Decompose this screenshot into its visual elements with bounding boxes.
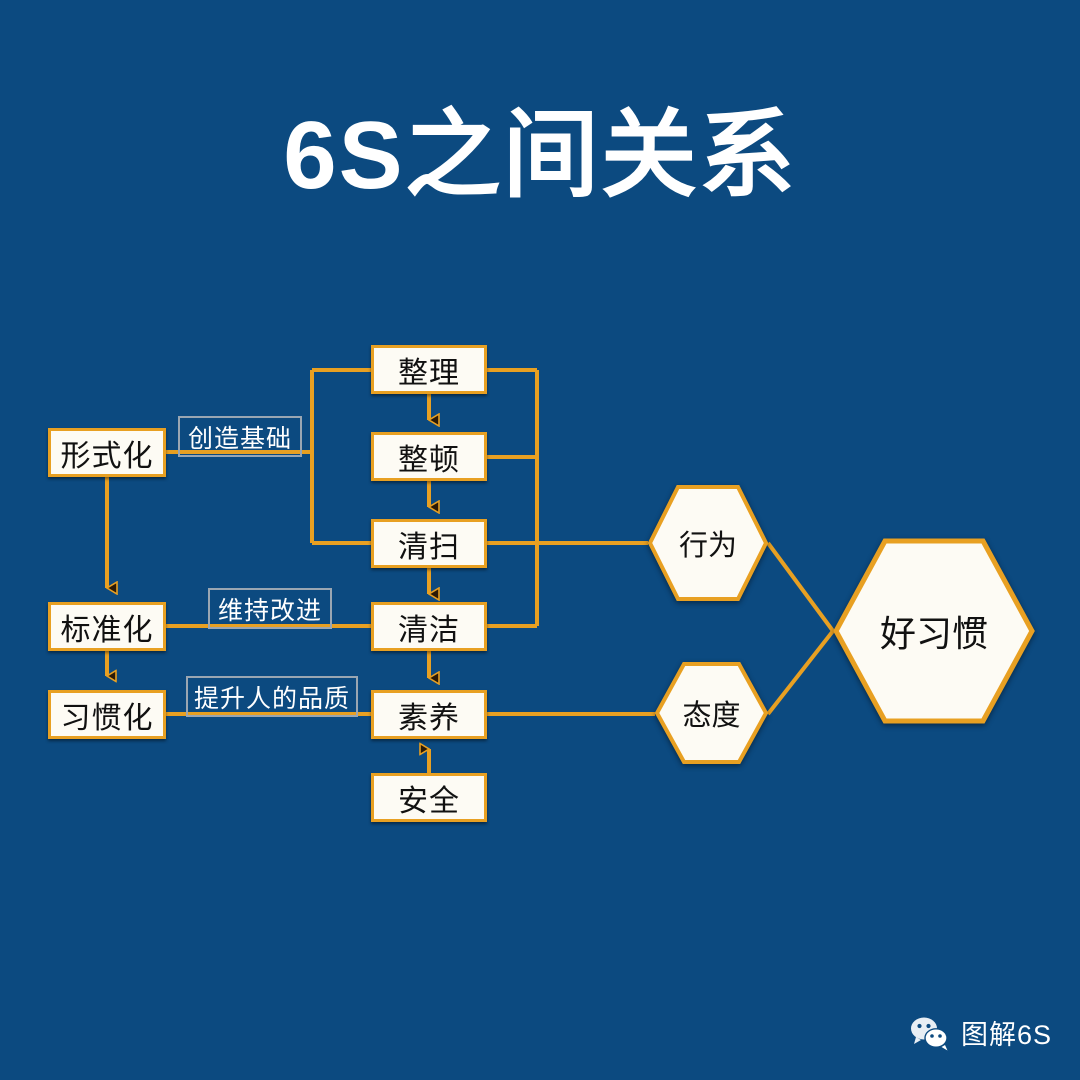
node-label: 清洁 [398, 613, 460, 647]
node-xiguanhua[interactable]: 习惯化 [48, 690, 166, 739]
hexagon-shape [648, 485, 768, 601]
wechat-icon [910, 1017, 948, 1050]
node-qingjie[interactable]: 清洁 [371, 602, 487, 651]
node-haoxiguan[interactable]: 好习惯 [833, 538, 1035, 724]
node-xingwei[interactable]: 行为 [648, 485, 768, 601]
hexagon-shape [833, 538, 1035, 724]
node-label: 形式化 [60, 439, 154, 473]
edge-xingwei-haoxiguan [766, 541, 835, 633]
node-label: 安全 [398, 784, 460, 818]
caption-label: 创造基础 [187, 424, 292, 453]
node-label: 行为 [678, 530, 737, 562]
caption-label: 维持改进 [217, 596, 322, 625]
node-label: 习惯化 [60, 701, 154, 735]
node-label: 态度 [682, 700, 741, 732]
node-qingsao[interactable]: 清扫 [371, 519, 487, 568]
node-taidu[interactable]: 态度 [655, 662, 768, 764]
node-label: 素养 [398, 701, 460, 735]
caption-label: 提升人的品质 [193, 684, 350, 713]
node-label: 标准化 [60, 613, 154, 647]
page-title: 6S之间关系 [283, 102, 797, 209]
node-label: 整顿 [398, 443, 460, 477]
node-anquan[interactable]: 安全 [371, 773, 487, 822]
node-xingshihua[interactable]: 形式化 [48, 428, 166, 477]
caption-weichi-gaijin: 维持改进 [208, 588, 332, 629]
hexagon-shape [655, 662, 768, 764]
node-label: 整理 [398, 356, 460, 390]
node-biaozhunhua[interactable]: 标准化 [48, 602, 166, 651]
caption-chuangzao-jichu: 创造基础 [178, 416, 302, 457]
node-suyang[interactable]: 素养 [371, 690, 487, 739]
node-label: 清扫 [398, 530, 460, 564]
node-zhengli[interactable]: 整理 [371, 345, 487, 394]
node-zhengdun[interactable]: 整顿 [371, 432, 487, 481]
caption-tisheng-ren-de-pinzhi: 提升人的品质 [186, 676, 358, 717]
watermark: 图解6S [909, 1013, 1052, 1052]
edge-taidu-haoxiguan [766, 629, 835, 716]
node-label: 好习惯 [879, 613, 988, 654]
watermark-label: 图解6S [960, 1020, 1052, 1050]
